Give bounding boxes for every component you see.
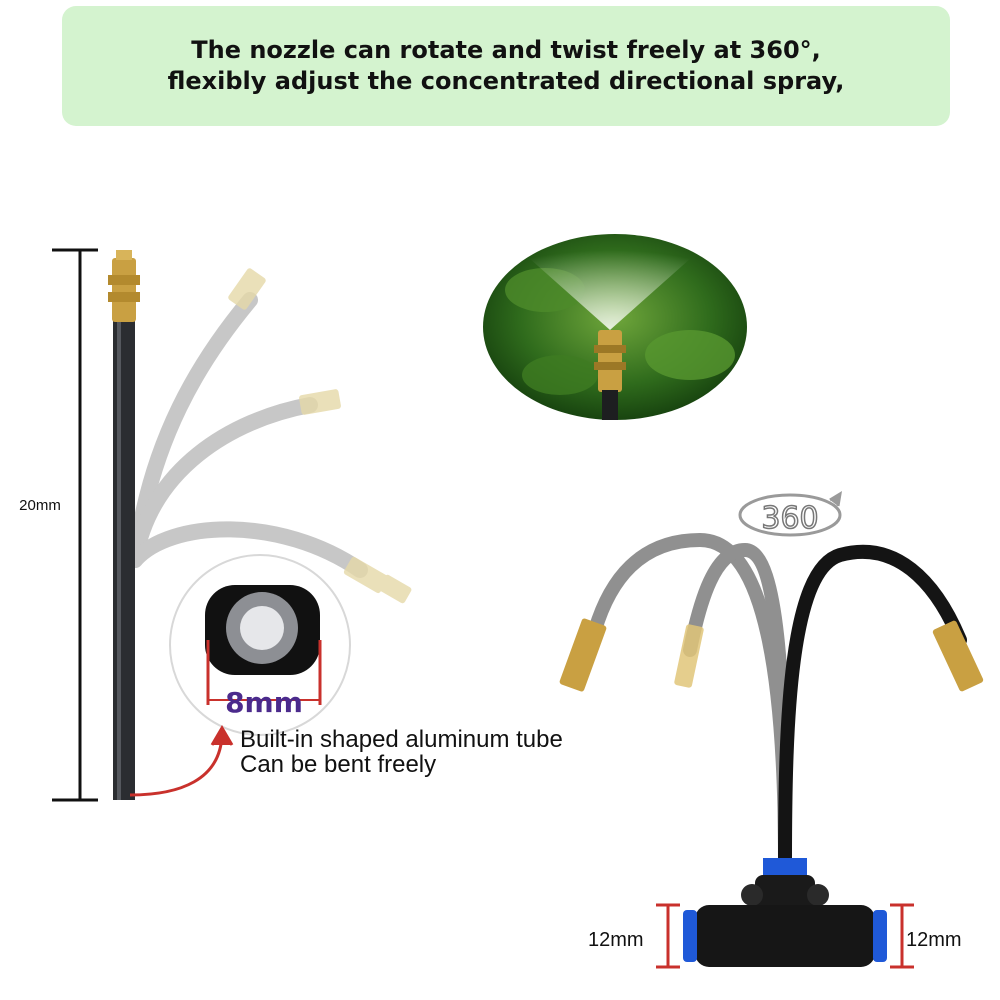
tube-cross-section: 8mm [169, 554, 351, 736]
main-hose [778, 544, 967, 867]
left-width-label: 12mm [588, 929, 644, 951]
headline-banner: The nozzle can rotate and twist freely a… [62, 6, 950, 126]
bent-hose-ghosts [127, 292, 368, 578]
right-width-label: 12mm [906, 929, 962, 951]
hose-nozzles [559, 618, 984, 692]
rotated-hose-ghosts [588, 532, 792, 867]
diameter-label: 8mm [225, 686, 303, 719]
red-arrow-icon [129, 725, 234, 797]
bent-hose-ghost-nozzles [228, 268, 412, 604]
length-label: 20mm [19, 497, 61, 514]
caption-line-2: Can be bent freely [240, 751, 436, 778]
length-dimension-bar [52, 248, 98, 802]
headline-line-2: flexibly adjust the concentrated directi… [167, 67, 845, 95]
t-fitting [683, 858, 887, 967]
rotation-label: 360 [761, 501, 818, 536]
headline-line-1: The nozzle can rotate and twist freely a… [191, 36, 821, 64]
width-markers [656, 903, 914, 969]
brass-nozzle [108, 250, 140, 322]
caption-line-1: Built-in shaped aluminum tube [240, 726, 563, 753]
rotation-360-icon [738, 491, 843, 537]
